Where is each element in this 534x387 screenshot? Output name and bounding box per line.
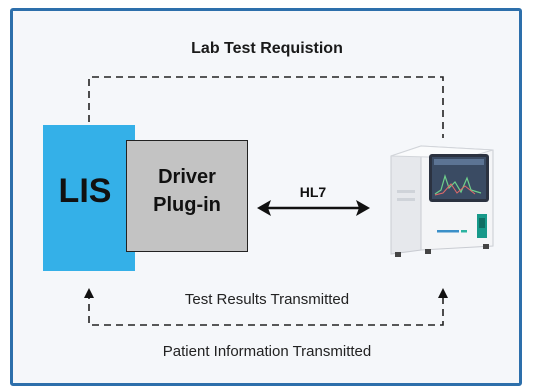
driver-label-line2: Plug-in xyxy=(153,194,221,216)
test-results-label: Test Results Transmitted xyxy=(184,291,350,308)
hl7-arrowhead-right xyxy=(356,200,370,216)
driver-plugin-block: Driver Plug-in xyxy=(126,140,248,252)
lis-label: LIS xyxy=(58,172,112,210)
hl7-label: HL7 xyxy=(299,184,327,200)
results-path xyxy=(88,292,444,326)
hematology-analyzer-icon xyxy=(390,145,494,257)
patient-info-label: Patient Information Transmitted xyxy=(162,343,372,360)
diagram-title: Lab Test Requistion xyxy=(191,40,343,57)
driver-plugin-label: Driver Plug-in xyxy=(127,163,247,219)
results-arrow-right xyxy=(438,288,448,298)
hl7-arrowhead-left xyxy=(257,200,271,216)
driver-label-line1: Driver xyxy=(158,166,216,188)
requisition-path xyxy=(88,76,444,138)
lis-block xyxy=(43,125,135,271)
results-arrow-left xyxy=(84,288,94,298)
